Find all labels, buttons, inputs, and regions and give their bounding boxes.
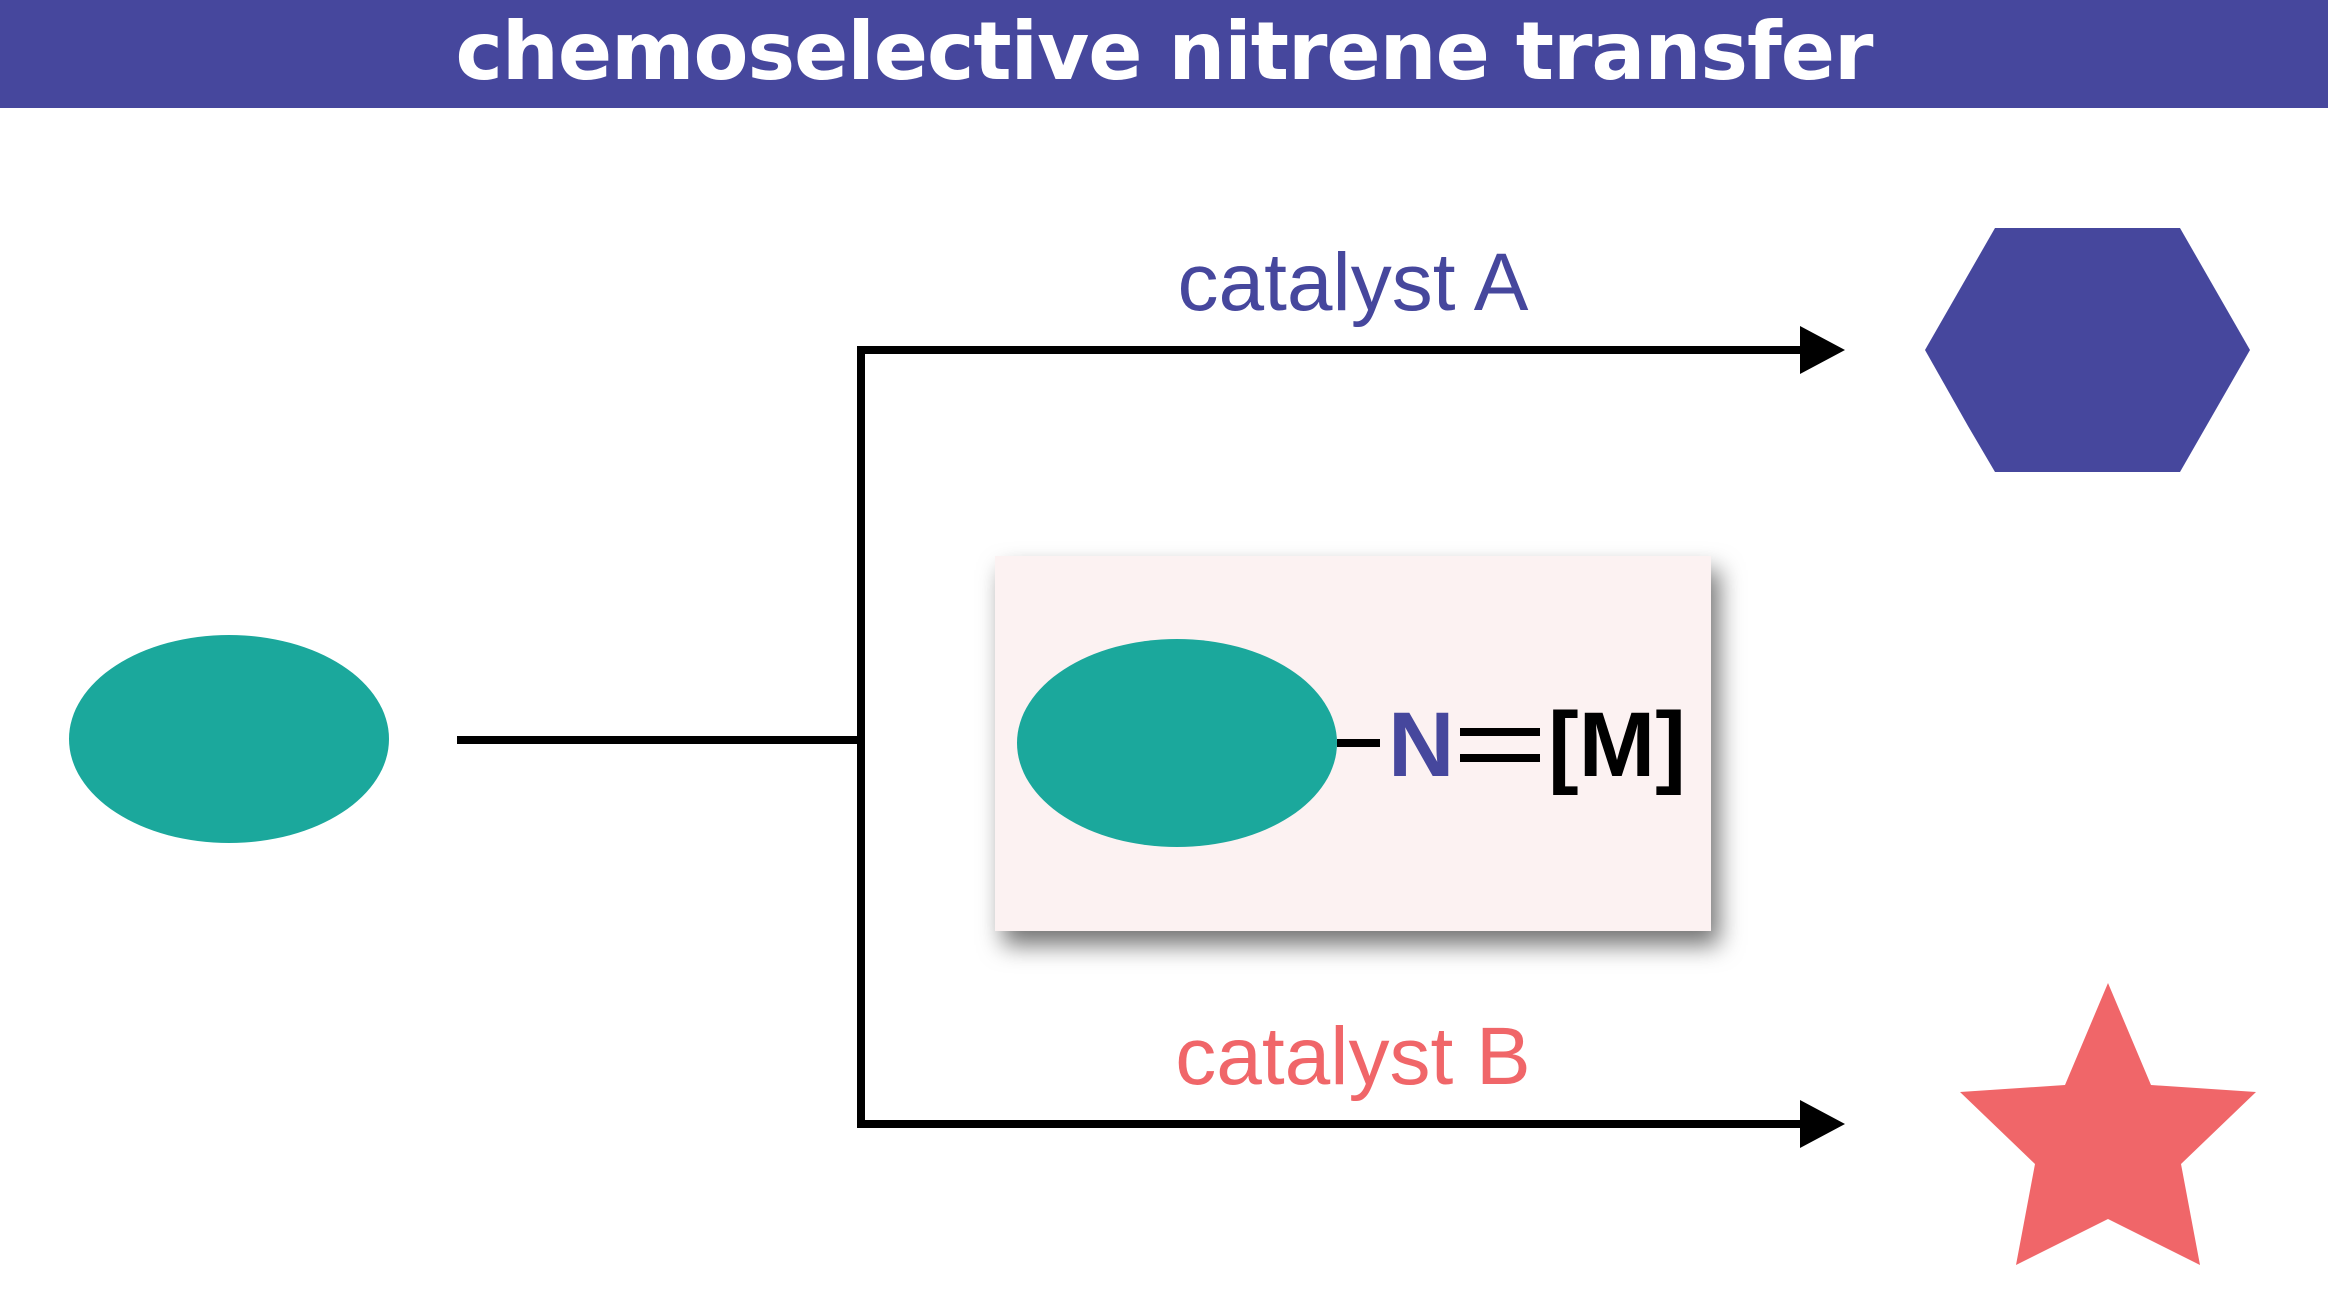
arrow-b-head [1800, 1100, 1845, 1148]
product-a-hexagon-icon [1925, 228, 2250, 472]
substrate-ellipse-icon [69, 635, 389, 843]
metal-label: [M] [1548, 694, 1686, 796]
product-b-star-icon [1960, 983, 2256, 1265]
catalyst-b-label: catalyst B [1175, 1011, 1530, 1102]
nitrogen-atom: N [1388, 694, 1454, 796]
intermediate-substrate-ellipse-icon [1017, 639, 1337, 847]
page-title: chemoselective nitrene transfer [455, 5, 1873, 98]
metal-nitrene-intermediate: N [M] [995, 556, 1711, 931]
reaction-arrows [457, 346, 1810, 1128]
arrow-a-head [1800, 326, 1845, 374]
catalyst-a-label: catalyst A [1178, 237, 1529, 328]
title-banner: chemoselective nitrene transfer [0, 0, 2328, 108]
